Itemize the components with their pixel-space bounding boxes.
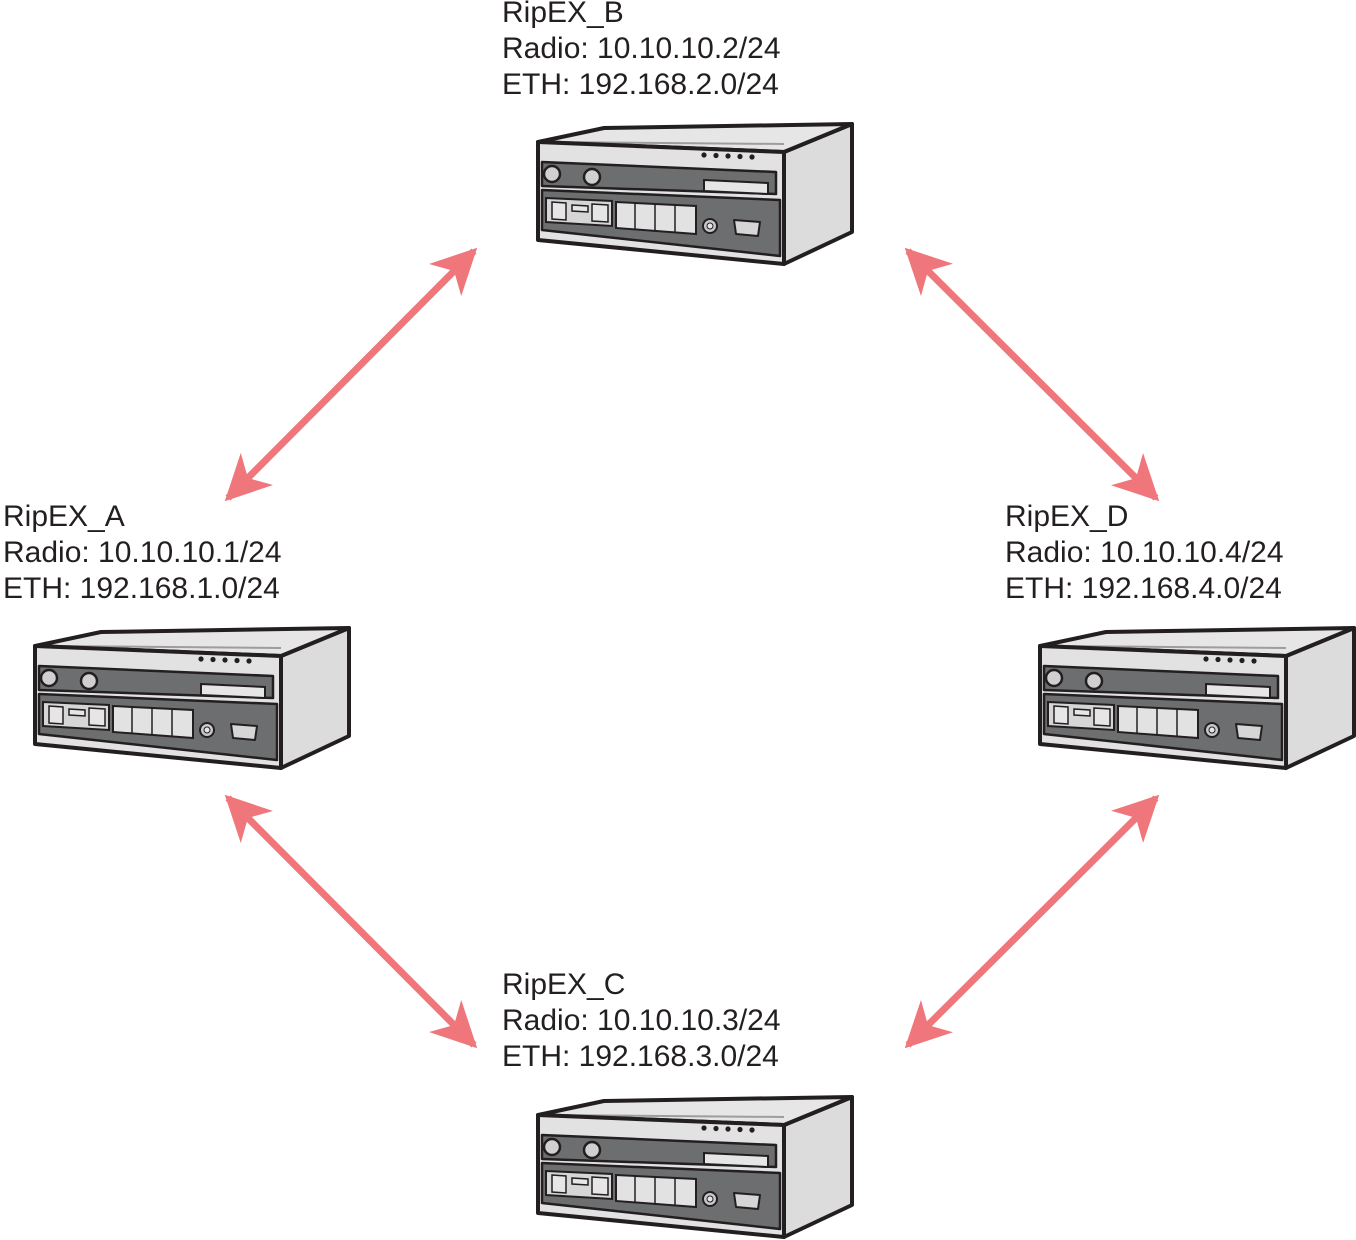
radio-modem-icon: [534, 122, 854, 267]
node-a-name: RipEX_A: [3, 500, 125, 533]
node-d-eth: ETH: 192.168.4.0/24: [1005, 572, 1282, 605]
node-c-radio: Radio: 10.10.10.3/24: [502, 1004, 781, 1037]
node-d-label: RipEX_D Radio: 10.10.10.4/24 ETH: 192.16…: [1005, 499, 1284, 607]
node-c-name: RipEX_C: [502, 968, 626, 1001]
node-a-label: RipEX_A Radio: 10.10.10.1/24 ETH: 192.16…: [3, 499, 282, 607]
link-arrow-a-b: [224, 247, 478, 502]
radio-modem-icon: [534, 1095, 854, 1240]
node-d-name: RipEX_D: [1005, 500, 1129, 533]
node-a-eth: ETH: 192.168.1.0/24: [3, 572, 280, 605]
node-b-label: RipEX_B Radio: 10.10.10.2/24 ETH: 192.16…: [502, 0, 781, 103]
radio-modem-icon: [1036, 626, 1356, 771]
link-arrow-a-c: [224, 794, 478, 1049]
link-arrow-d-c: [904, 794, 1160, 1049]
node-a-radio: Radio: 10.10.10.1/24: [3, 536, 282, 569]
node-b-radio: Radio: 10.10.10.2/24: [502, 32, 781, 65]
node-c-eth: ETH: 192.168.3.0/24: [502, 1040, 779, 1073]
node-b-name: RipEX_B: [502, 0, 624, 29]
radio-modem-icon: [31, 626, 351, 771]
link-arrow-b-d: [904, 247, 1160, 502]
node-c-label: RipEX_C Radio: 10.10.10.3/24 ETH: 192.16…: [502, 967, 781, 1075]
node-d-radio: Radio: 10.10.10.4/24: [1005, 536, 1284, 569]
node-b-eth: ETH: 192.168.2.0/24: [502, 68, 779, 101]
